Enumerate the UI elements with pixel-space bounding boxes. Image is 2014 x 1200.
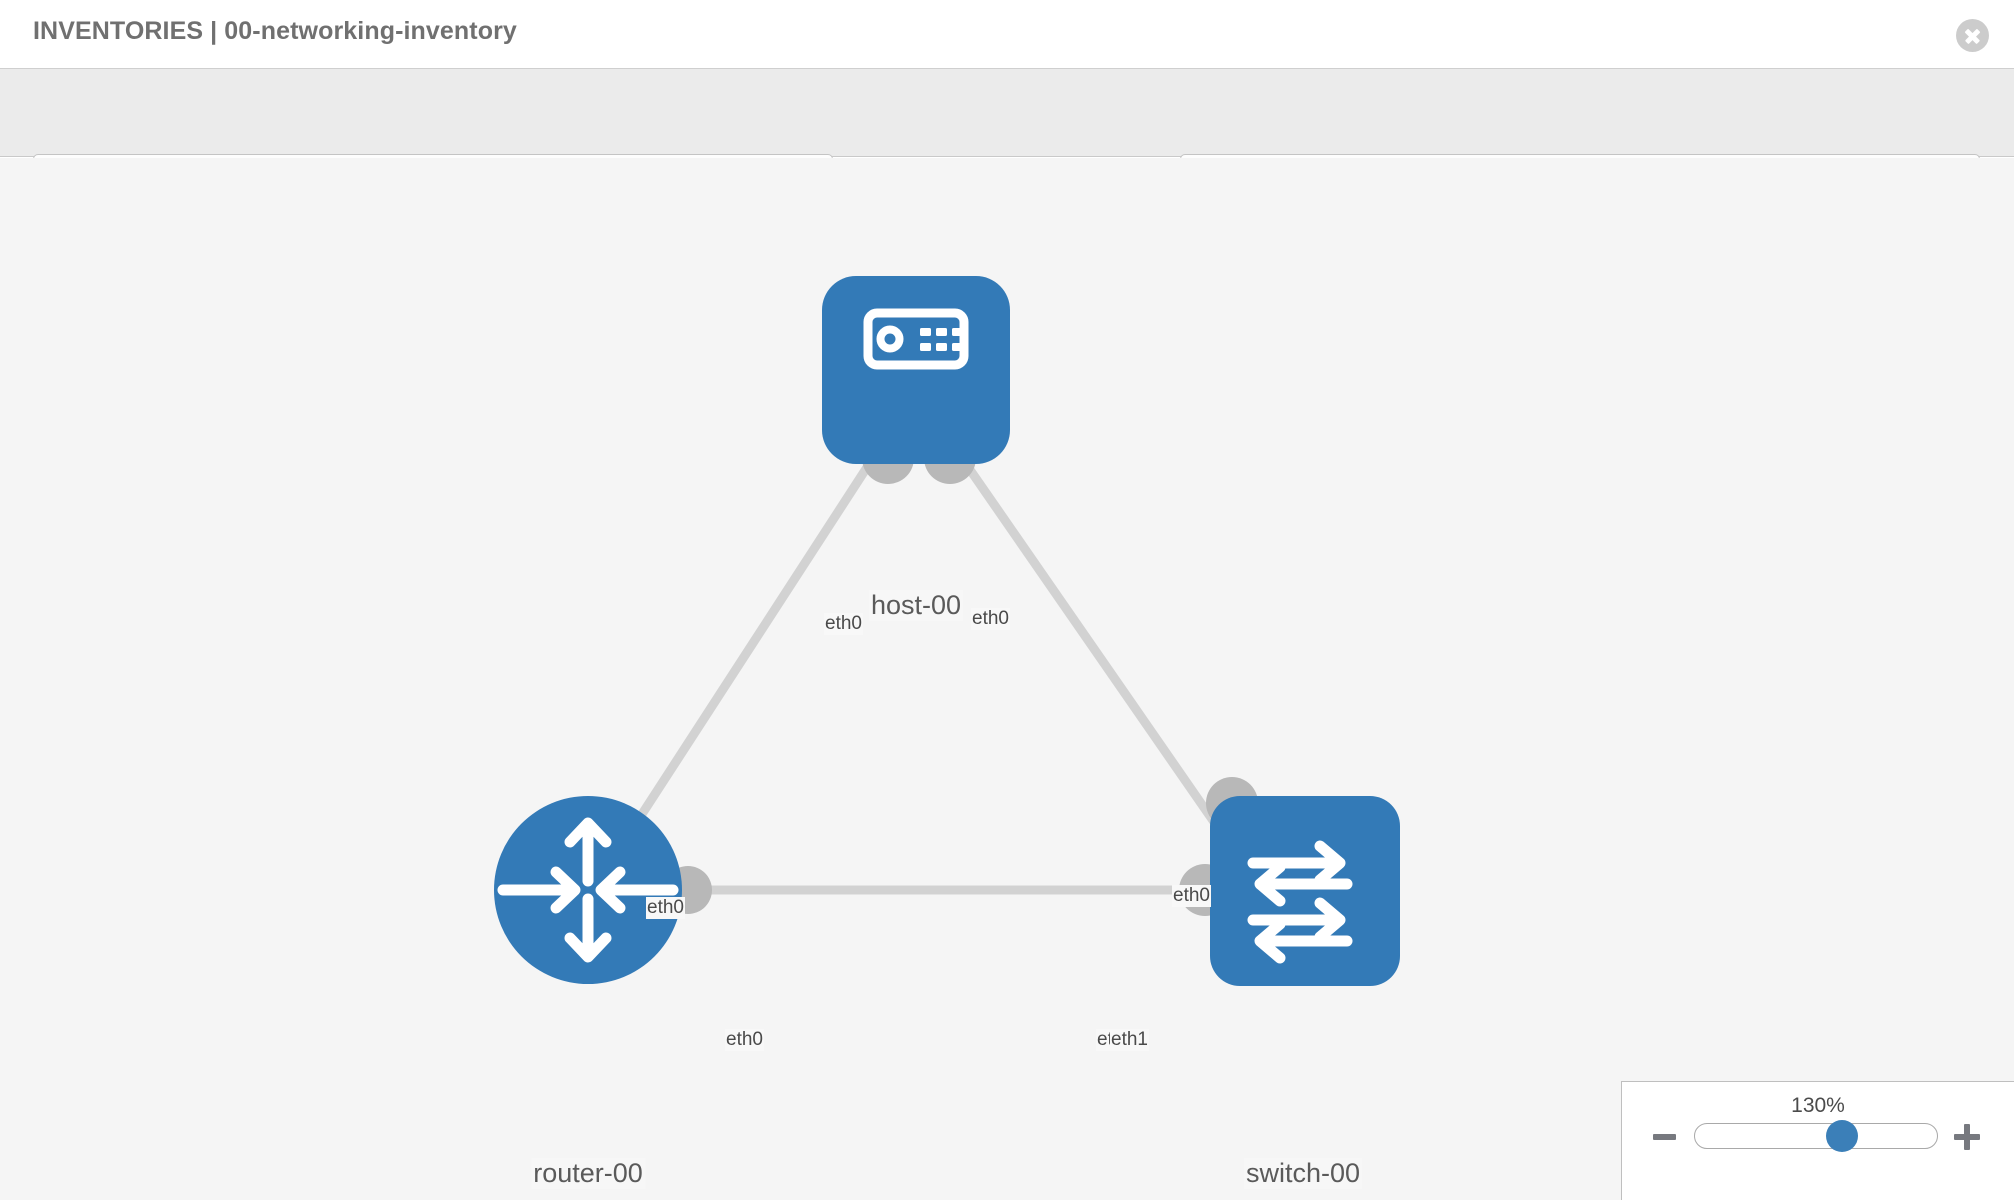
zoom-slider[interactable] (1694, 1120, 1938, 1152)
zoom-percent-label: 130% (1791, 1094, 1845, 1117)
router-icon (497, 817, 679, 963)
iface-label-host-eth0-left: eth0 (824, 613, 863, 635)
topology-node-host-00[interactable] (822, 276, 1010, 464)
zoom-in-button[interactable] (1954, 1124, 1980, 1150)
iface-label-switch-eth0-uplink: eth0 (1172, 885, 1211, 907)
page-header: INVENTORIES | 00-networking-inventory (0, 0, 2014, 69)
node-label-host-00: host-00 (868, 590, 964, 621)
topology-connectors (664, 432, 1258, 916)
page-title: INVENTORIES | 00-networking-inventory (33, 17, 517, 45)
plus-icon-vertical (1964, 1124, 1970, 1150)
iface-label-switch-eth1-lan: eth1 (1110, 1029, 1149, 1051)
link-host-switch[interactable] (944, 435, 1236, 851)
zoom-out-button[interactable] (1653, 1134, 1676, 1140)
iface-label-host-eth0-right: eth0 (971, 608, 1010, 630)
node-label-switch-00: switch-00 (1243, 1158, 1363, 1189)
topology-links (616, 435, 1236, 895)
topology-graph (494, 276, 1400, 986)
topology-node-switch-00[interactable] (1210, 796, 1400, 986)
toolbar: ACTIONS SEARCH (0, 69, 2014, 209)
zoom-control-panel: 130% (1621, 1081, 2014, 1200)
iface-label-router-eth0-uplink: eth0 (646, 897, 685, 919)
topology-canvas[interactable]: host-00 router-00 switch-00 eth0 eth0 et… (0, 158, 2014, 1200)
topology-node-router-00[interactable] (494, 796, 682, 984)
iface-label-router-eth0-lan: eth0 (725, 1029, 764, 1051)
link-host-router[interactable] (616, 435, 890, 851)
server-icon (863, 308, 969, 370)
close-icon[interactable] (1956, 19, 1989, 52)
switch-icon (1247, 840, 1353, 964)
node-label-router-00: router-00 (531, 1158, 645, 1189)
zoom-slider-thumb[interactable] (1826, 1120, 1858, 1152)
